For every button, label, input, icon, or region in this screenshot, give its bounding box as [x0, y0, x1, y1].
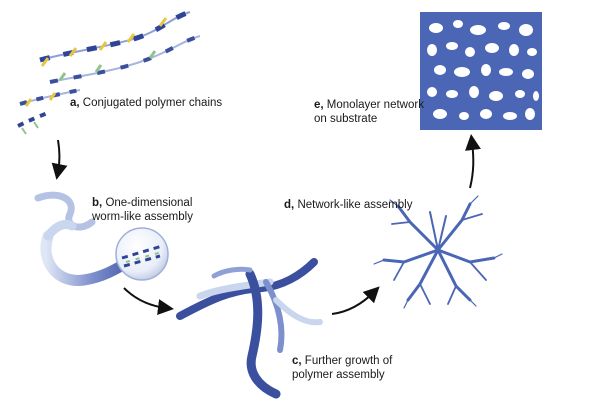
magnifier-lens	[115, 227, 169, 281]
monolayer-network-illustration	[420, 12, 542, 130]
label-stage-d: d, Network-like assembly	[284, 199, 413, 211]
arrow-d-to-e	[465, 134, 481, 189]
arrow-a-to-b	[51, 139, 68, 180]
label-stage-c: c, Further growth of polymer assembly	[292, 355, 393, 381]
polymer-chains-illustration	[17, 9, 201, 135]
arrow-c-to-d	[331, 286, 380, 315]
worm-assembly-illustration	[34, 191, 169, 286]
further-growth-illustration	[176, 258, 323, 399]
label-stage-e: e, Monolayer network on substrate	[314, 99, 424, 125]
label-stage-b: b, One-dimensional worm-like assembly	[92, 197, 193, 223]
label-stage-a: a, Conjugated polymer chains	[70, 97, 223, 109]
arrow-b-to-c	[123, 287, 174, 315]
network-assembly-illustration	[373, 195, 503, 309]
